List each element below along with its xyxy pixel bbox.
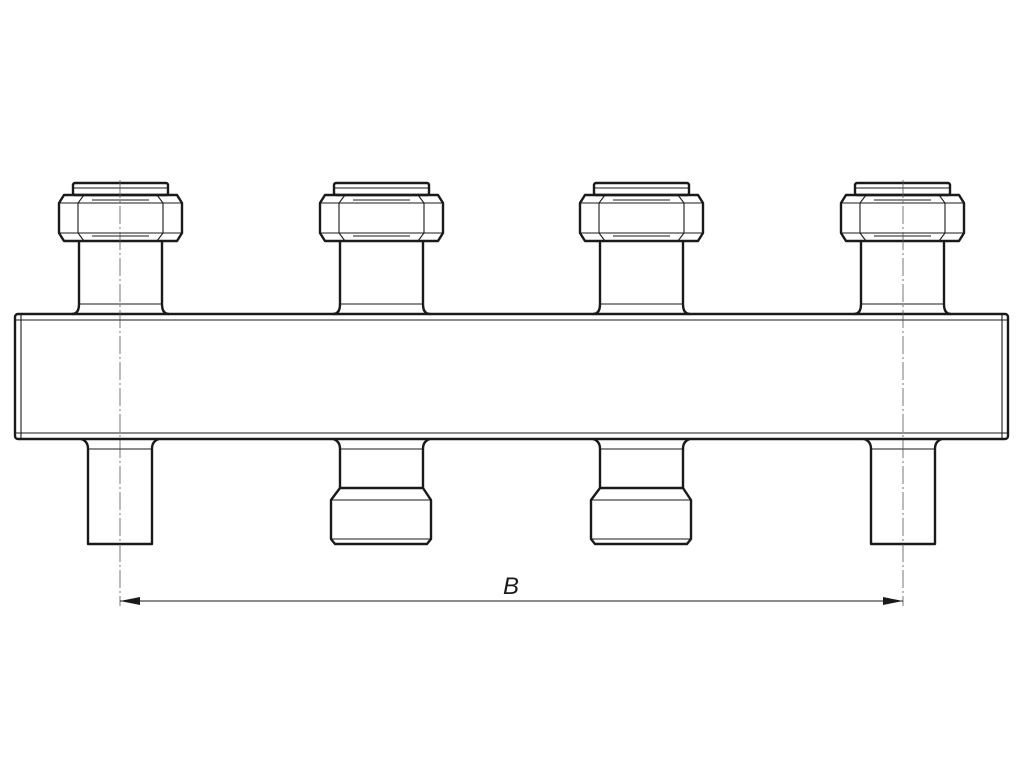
bottom-fitting-3	[589, 437, 693, 546]
manifold-body	[13, 312, 1010, 441]
dimension-b: B	[120, 573, 903, 605]
top-fitting-4	[839, 181, 966, 316]
dimension-label: B	[503, 573, 519, 600]
dimension-arrow-left	[120, 597, 140, 605]
top-fitting-1	[57, 181, 184, 316]
bottom-fitting-2	[329, 437, 433, 546]
top-fitting-2	[318, 181, 445, 316]
top-fitting-3	[578, 181, 705, 316]
dimension-arrow-right	[883, 597, 903, 605]
